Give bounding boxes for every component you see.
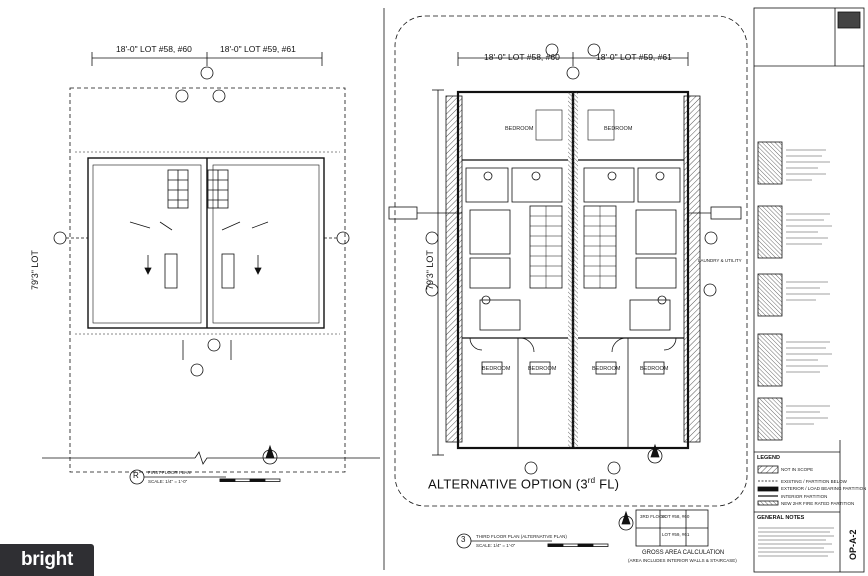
room-label-bedroom-5: BEDROOM — [592, 366, 621, 372]
left-lot-dimension-a: 18'-0" LOT #58, #60 — [116, 44, 192, 54]
sheet-number: OP-A-2 — [848, 529, 858, 560]
gross-area-floor: 3RD FLOOR — [640, 514, 666, 519]
legend-item-exterior: EXTERIOR / LOAD BEARING PARTITION — [781, 486, 867, 491]
brokerage-watermark: bright — [0, 544, 94, 576]
left-floor-plan — [42, 52, 380, 485]
left-lot-dimension-b: 18'-0" LOT #59, #61 — [220, 44, 296, 54]
gross-area-subtitle: (AREA INCLUDES INTERIOR WALLS & STAIRCAS… — [628, 558, 737, 563]
gross-area-title: GROSS AREA CALCULATION — [642, 550, 725, 556]
left-plan-marker: R — [133, 471, 139, 480]
room-label-bedroom-1: BEDROOM — [505, 126, 534, 132]
room-label-bedroom-6: BEDROOM — [640, 366, 669, 372]
room-label-bedroom-4: BEDROOM — [528, 366, 557, 372]
right-plan-title: THIRD FLOOR PLAN (ALTERNATIVE PLAN) — [476, 534, 567, 539]
right-floor-plan — [388, 15, 748, 549]
left-plan-scale: SCALE: 1/4" = 1'-0" — [148, 479, 188, 484]
legend-item-fire-rated: NEW 2HR FIRE RATED PARTITION — [781, 501, 855, 506]
gross-area-lot-a: LOT #58, #60 — [662, 514, 690, 519]
alternative-option-title: ALTERNATIVE OPTION (3rd FL) — [428, 476, 620, 492]
laundry-label: LAUNDRY & UTILITY — [698, 258, 742, 263]
left-lot-depth: 79'3" LOT — [30, 250, 40, 290]
left-plan-title: FIRST FLOOR PLAN — [148, 470, 191, 475]
title-block — [753, 7, 865, 573]
gross-area-lot-b: LOT #59, #61 — [662, 532, 690, 537]
right-lot-depth: 79'3" LOT — [425, 250, 435, 290]
legend-item-existing: EXISTING / PARTITION BELOW — [781, 479, 847, 484]
legend-item-not-in-scope: NOT IN SCOPE — [781, 467, 814, 472]
legend-item-interior: INTERIOR PARTITION — [781, 494, 828, 499]
right-lot-dimension-b: 18'-0" LOT #59, #61 — [596, 52, 672, 62]
right-plan-marker: 3 — [461, 535, 466, 544]
right-lot-dimension-a: 18'-0" LOT #58, #60 — [484, 52, 560, 62]
room-label-bedroom-2: BEDROOM — [604, 126, 633, 132]
legend-heading: LEGEND — [757, 455, 780, 461]
room-label-bedroom-3: BEDROOM — [482, 366, 511, 372]
right-plan-scale: SCALE: 1/4" = 1'-0" — [476, 543, 516, 548]
general-notes-heading: GENERAL NOTES — [757, 515, 805, 521]
